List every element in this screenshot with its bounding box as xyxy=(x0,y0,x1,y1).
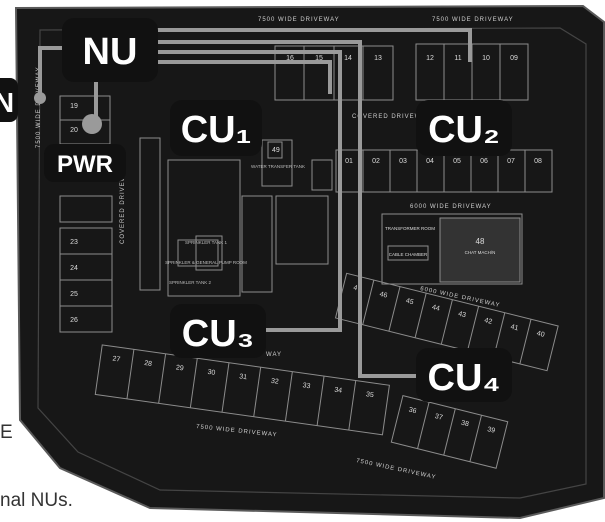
units-bottom-right xyxy=(390,394,509,469)
unit-38: 38 xyxy=(460,420,469,429)
units-bottom-row xyxy=(94,344,390,436)
pwr-badge: PWR xyxy=(44,144,126,182)
left-cut-badge: N xyxy=(0,78,18,122)
unit-35: 35 xyxy=(365,391,374,399)
central-structures xyxy=(139,137,333,297)
cu4-label: CU₄ xyxy=(428,357,501,399)
unit-49: 49 xyxy=(272,147,280,154)
unit-23: 23 xyxy=(70,239,78,246)
unit-24: 24 xyxy=(70,265,78,272)
unit-30: 30 xyxy=(207,369,216,377)
water-tank-label: WATER TRANSFER TANK xyxy=(251,164,305,169)
unit-48: 48 xyxy=(476,237,485,246)
unit-34: 34 xyxy=(334,387,343,395)
caption-fragment-nus: nal NUs. xyxy=(0,490,73,511)
unit-04: 04 xyxy=(426,158,434,165)
unit-03: 03 xyxy=(399,158,407,165)
cu4-badge: CU₄ xyxy=(416,348,512,402)
unit-20: 20 xyxy=(70,127,78,134)
pump-room-label: SPRINKLER & GENERAL PUMP ROOM xyxy=(165,260,247,265)
unit-47: 47 xyxy=(353,284,362,293)
unit-25: 25 xyxy=(70,291,78,298)
sprinkler-tank-2-label: SPRINKLER TANK 2 xyxy=(169,280,212,285)
unit-37: 37 xyxy=(434,413,443,422)
unit-31: 31 xyxy=(239,373,248,381)
unit-12: 12 xyxy=(426,55,434,62)
unit-15: 15 xyxy=(315,55,323,62)
unit-26: 26 xyxy=(70,317,78,324)
unit-40: 40 xyxy=(536,330,545,339)
unit-28: 28 xyxy=(144,360,153,368)
caption-fragment-e: E xyxy=(0,422,13,443)
n-node xyxy=(34,92,46,104)
route-lines xyxy=(38,28,472,378)
unit-32: 32 xyxy=(270,378,279,386)
cu2-badge: CU₂ xyxy=(416,100,512,156)
unit-02: 02 xyxy=(372,158,380,165)
pwr-node xyxy=(82,114,102,134)
unit-33: 33 xyxy=(302,382,311,390)
transformer-block xyxy=(381,213,523,285)
unit-45: 45 xyxy=(405,298,414,307)
driveway-top-a: 7500 WIDE DRIVEWAY xyxy=(258,17,340,23)
cable-chamber-label: CABLE CHAMBER xyxy=(389,252,428,257)
unit-42: 42 xyxy=(484,317,493,326)
unit-39: 39 xyxy=(486,426,495,435)
left-cut-label: N xyxy=(0,87,14,118)
nu-label: NU xyxy=(83,31,138,73)
unit-05: 05 xyxy=(453,158,461,165)
unit-09: 09 xyxy=(510,55,518,62)
unit-14: 14 xyxy=(344,55,352,62)
unit-08: 08 xyxy=(534,158,542,165)
hv-label: CHAT MACH/N xyxy=(465,250,496,255)
nu-badge: NU xyxy=(62,18,158,82)
unit-44: 44 xyxy=(431,304,440,313)
cu3-badge: CU₃ xyxy=(170,304,266,358)
unit-43: 43 xyxy=(457,311,466,320)
unit-10: 10 xyxy=(482,55,490,62)
driveway-mid: 6000 WIDE DRIVEWAY xyxy=(410,204,492,210)
unit-27: 27 xyxy=(112,355,121,363)
unit-11: 11 xyxy=(454,55,461,62)
transformer-label: TRANSFORMER ROOM xyxy=(385,226,435,231)
unit-07: 07 xyxy=(507,158,515,165)
driveway-covered-left: COVERED DRIVEWAY xyxy=(120,165,126,244)
cu1-label: CU₁ xyxy=(181,109,252,151)
driveway-left: 7500 WIDE DRIVEWAY xyxy=(36,66,42,148)
unit-29: 29 xyxy=(175,364,184,372)
site-inner-road-edge xyxy=(37,27,587,499)
unit-13: 13 xyxy=(374,55,382,62)
unit-41: 41 xyxy=(510,324,519,333)
unit-16: 16 xyxy=(286,55,294,62)
unit-06: 06 xyxy=(480,158,488,165)
cu3-label: CU₃ xyxy=(182,313,254,355)
driveway-covered-right: COVERED DRIVEWAY xyxy=(352,114,431,120)
driveway-top-b: 7500 WIDE DRIVEWAY xyxy=(432,17,514,23)
cu1-badge: CU₁ xyxy=(170,100,262,156)
pwr-label: PWR xyxy=(57,151,113,178)
unit-01: 01 xyxy=(345,158,353,165)
driveway-way: WAY xyxy=(266,352,282,358)
sprinkler-tank-1-label: SPRINKLER TANK 1 xyxy=(185,240,228,245)
cu2-label: CU₂ xyxy=(428,109,500,151)
unit-46: 46 xyxy=(379,291,388,300)
unit-36: 36 xyxy=(408,407,417,416)
unit-19: 19 xyxy=(70,103,78,110)
